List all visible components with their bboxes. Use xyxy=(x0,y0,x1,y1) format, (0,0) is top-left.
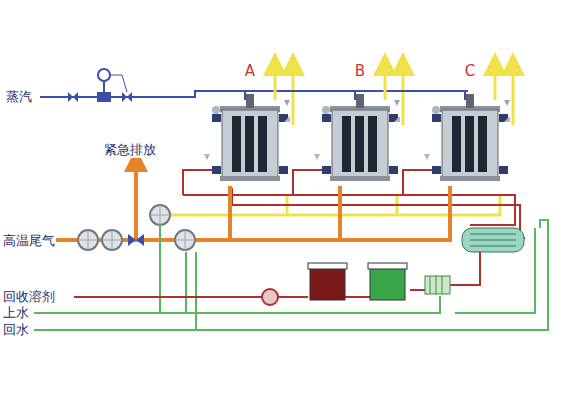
pipe-label: 紧急排放 xyxy=(103,142,157,158)
adsorber-tank: B xyxy=(322,62,398,186)
steam-header xyxy=(288,90,322,92)
adsorber-tank: C xyxy=(432,62,508,186)
tank-letter: B xyxy=(322,62,398,80)
pipe-label: 回水 xyxy=(2,322,30,338)
pipe-label: 蒸汽 xyxy=(5,89,33,105)
steam-header xyxy=(398,90,432,92)
tank-letter: A xyxy=(212,62,288,80)
pipe-label: 高温尾气 xyxy=(2,233,56,249)
pipe-label: 回收溶剂 xyxy=(2,289,56,305)
pipe-label: 上水 xyxy=(2,305,30,321)
tank-letter: C xyxy=(432,62,508,80)
adsorber-tank: A xyxy=(212,62,288,186)
